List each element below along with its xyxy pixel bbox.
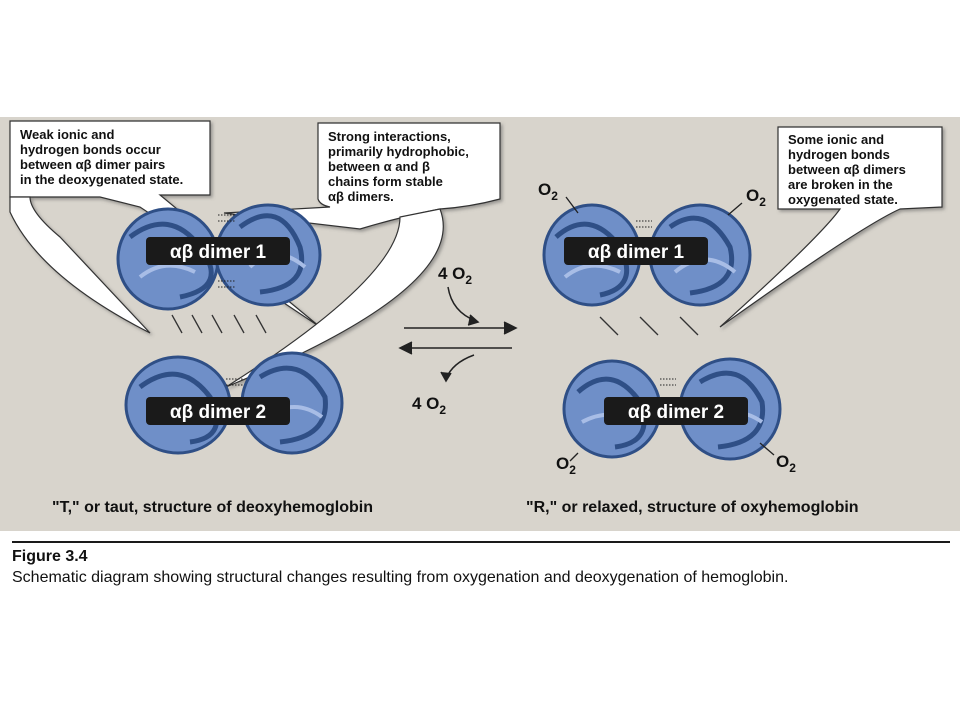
o2-label-top-left: O2 xyxy=(538,180,558,203)
o2-bonds xyxy=(565,196,775,462)
r-interdimer-bonds xyxy=(599,316,699,336)
callout-right xyxy=(719,126,943,328)
forward-oxygen-label: 4 O2 xyxy=(438,264,472,287)
o2-label-bottom-right: O2 xyxy=(776,452,796,475)
r-dimer-1-label: αβ dimer 1 xyxy=(588,242,685,263)
r-dimer-2-plate xyxy=(604,397,748,425)
figure-caption: Schematic diagram showing structural cha… xyxy=(12,569,789,586)
figure-panel: αβ dimer 1 αβ dimer 2 αβ dimer 1 αβ dime… xyxy=(0,117,960,531)
t-dimer-2-label: αβ dimer 2 xyxy=(170,402,266,423)
r-state-caption: "R," or relaxed, structure of oxyhemoglo… xyxy=(526,499,859,516)
o2-label-top-right: O2 xyxy=(746,186,766,209)
t-dimer-1-plate xyxy=(146,237,290,265)
figure-title: Figure 3.4 xyxy=(12,548,88,565)
t-dimer-1-label: αβ dimer 1 xyxy=(170,242,267,263)
caption-rule xyxy=(12,541,950,543)
forward-arrow xyxy=(404,286,518,335)
hemoglobin-diagram: αβ dimer 1 αβ dimer 2 αβ dimer 1 αβ dime… xyxy=(9,120,943,477)
o2-label-bottom-left: O2 xyxy=(556,454,576,477)
callout-middle-text: Strong interactions, primarily hydrophob… xyxy=(328,129,469,204)
r-dimer-2-label: αβ dimer 2 xyxy=(628,402,724,423)
reverse-arrow xyxy=(398,341,512,383)
reverse-oxygen-label: 4 O2 xyxy=(412,394,446,417)
callout-right-text: Some ionic and hydrogen bonds between αβ… xyxy=(788,132,906,207)
r-dimer-1-plate xyxy=(564,237,708,265)
callout-left-text: Weak ionic and hydrogen bonds occur betw… xyxy=(20,127,184,187)
t-dimer-2-plate xyxy=(146,397,290,425)
intradimer-bonds xyxy=(218,214,676,386)
t-interdimer-bonds xyxy=(171,314,267,334)
t-state-caption: "T," or taut, structure of deoxyhemoglob… xyxy=(52,499,373,516)
